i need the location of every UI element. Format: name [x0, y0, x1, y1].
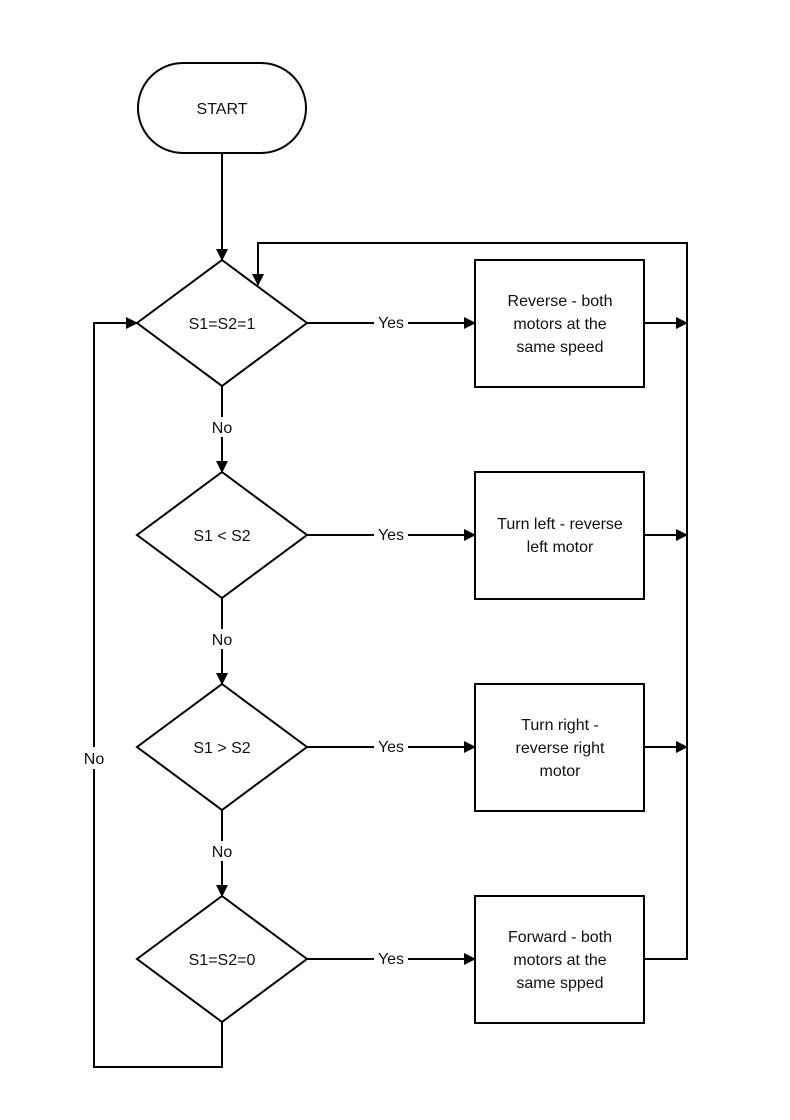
- no-label-1: No: [212, 420, 233, 437]
- yes-label-3: Yes: [378, 739, 404, 756]
- yes-label-4: Yes: [378, 951, 404, 968]
- action-4-line-2: motors at the: [513, 952, 606, 969]
- yes-label-2: Yes: [378, 527, 404, 544]
- action-1-line-1: Reverse - both: [508, 293, 613, 310]
- no-label-2: No: [212, 632, 233, 649]
- decision-1: S1=S2=1: [135, 258, 309, 388]
- start-label: START: [197, 101, 248, 118]
- action-box-reverse: Reverse - both motors at the same speed: [474, 259, 645, 388]
- no-loop-line: [93, 317, 223, 1068]
- action-3-line-1: Turn right -: [521, 717, 599, 734]
- action-box-turn-right: Turn right - reverse right motor: [474, 683, 645, 812]
- action-2-line-2: left motor: [527, 539, 594, 556]
- action-2-line-1: Turn left - reverse: [497, 516, 623, 533]
- action-3-line-3: motor: [540, 763, 582, 780]
- action-3-line-2: reverse right: [516, 740, 605, 757]
- decision-3: S1 > S2: [135, 682, 309, 812]
- decision-4-label: S1=S2=0: [189, 952, 256, 969]
- decision-4: S1=S2=0: [135, 894, 309, 1024]
- action-4-line-1: Forward - both: [508, 929, 612, 946]
- start-terminator: START: [137, 62, 307, 154]
- no-loop-label: No: [84, 751, 105, 768]
- decision-2: S1 < S2: [135, 470, 309, 600]
- action-box-turn-left: Turn left - reverse left motor: [474, 471, 645, 600]
- decision-2-label: S1 < S2: [193, 528, 250, 545]
- action-1-line-2: motors at the: [513, 316, 606, 333]
- decision-1-label: S1=S2=1: [189, 316, 256, 333]
- no-label-3: No: [212, 844, 233, 861]
- action-box-forward: Forward - both motors at the same spped: [474, 895, 645, 1024]
- return-loop-line: [252, 242, 688, 960]
- action-1-line-3: same speed: [516, 339, 603, 356]
- yes-label-1: Yes: [378, 315, 404, 332]
- action-4-line-3: same spped: [516, 975, 603, 992]
- decision-3-label: S1 > S2: [193, 740, 250, 757]
